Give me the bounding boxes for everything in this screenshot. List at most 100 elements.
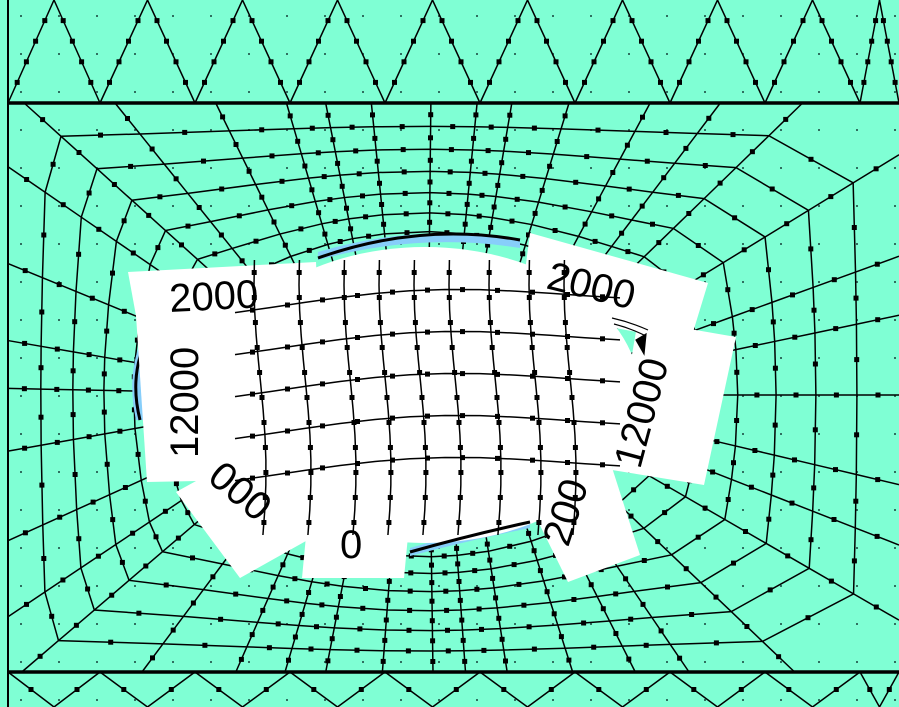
mesh-node <box>330 137 336 143</box>
mesh-node <box>130 250 136 256</box>
mesh-node <box>353 148 359 154</box>
background-dot <box>894 281 896 283</box>
mesh-node <box>731 330 737 336</box>
background-dot <box>818 243 820 245</box>
background-dot <box>96 129 98 131</box>
mesh-node <box>458 59 464 65</box>
mesh-node <box>476 213 482 219</box>
background-dot <box>210 15 212 17</box>
background-dot <box>248 167 250 169</box>
mesh-node <box>427 179 433 185</box>
background-dot <box>552 129 554 131</box>
background-dot <box>476 91 478 93</box>
background-dot <box>894 129 896 131</box>
mesh-node <box>306 247 312 253</box>
mesh-node <box>69 38 75 44</box>
mesh-node <box>530 289 535 295</box>
mesh-node <box>503 136 509 142</box>
background-dot <box>362 91 364 93</box>
mesh-node <box>481 647 487 653</box>
background-dot <box>628 129 630 131</box>
background-dot <box>134 699 136 701</box>
mesh-node <box>320 423 325 429</box>
background-dot <box>58 471 60 473</box>
background-dot <box>514 53 516 55</box>
mesh-node <box>691 687 697 692</box>
mesh-node <box>285 428 290 434</box>
background-dot <box>400 661 402 663</box>
mesh-node <box>407 607 413 613</box>
mesh-node <box>591 644 597 650</box>
background-dot <box>742 547 744 549</box>
mesh-node <box>506 38 511 44</box>
mesh-node <box>271 219 277 225</box>
background-dot <box>514 547 516 549</box>
background-dot <box>818 281 820 283</box>
mesh-node <box>70 368 76 374</box>
mesh-node <box>325 658 331 664</box>
mesh-node <box>487 557 493 563</box>
mesh-node <box>531 548 537 554</box>
mesh-node <box>341 295 347 300</box>
mesh-node <box>833 687 839 692</box>
background-dot <box>134 471 136 473</box>
mesh-node <box>875 317 881 323</box>
mesh-node <box>73 622 79 628</box>
mesh-line <box>103 170 777 612</box>
mesh-node <box>689 612 695 617</box>
mesh-node <box>353 470 359 475</box>
mesh-node <box>892 79 898 85</box>
background-dot <box>514 91 516 93</box>
mesh-node <box>443 588 449 594</box>
background-dot <box>742 319 744 321</box>
background-dot <box>666 243 668 245</box>
mesh-node <box>551 611 557 617</box>
mesh-node <box>641 558 647 563</box>
mesh-node <box>344 205 349 211</box>
background-dot <box>780 395 782 397</box>
mesh-node <box>462 221 468 227</box>
mesh-node <box>732 215 738 221</box>
mesh-node <box>372 135 378 141</box>
background-dot <box>20 281 22 283</box>
mesh-node <box>531 125 537 131</box>
background-dot <box>400 699 402 701</box>
background-dot <box>210 585 212 587</box>
background-dot <box>666 15 668 17</box>
arrow-marker <box>611 317 649 356</box>
mesh-node <box>422 445 428 450</box>
mesh-node <box>520 173 526 179</box>
mesh-node <box>706 115 712 121</box>
mesh-node <box>705 18 711 24</box>
mesh-node <box>650 221 655 227</box>
background-dot <box>552 91 554 93</box>
mesh-line <box>764 0 814 104</box>
background-dot <box>894 699 896 701</box>
mesh-node <box>134 337 140 343</box>
mesh-node <box>355 461 360 466</box>
mesh-node <box>308 470 314 475</box>
mesh-node <box>447 320 453 325</box>
mesh-node <box>163 582 169 588</box>
mesh-node <box>770 472 776 478</box>
mesh-line <box>526 0 576 104</box>
mesh-node <box>658 79 663 85</box>
background-dot <box>20 167 22 169</box>
mesh-node <box>792 457 797 463</box>
mesh-node <box>526 270 532 275</box>
mesh-node <box>495 455 500 461</box>
mesh-node <box>430 638 436 644</box>
mesh-line <box>431 0 481 104</box>
mesh-node <box>655 539 661 545</box>
background-dot <box>590 15 592 17</box>
background-dot <box>362 129 364 131</box>
background-dot <box>476 585 478 587</box>
mesh-node <box>491 204 497 210</box>
mesh-node <box>494 395 500 400</box>
background-dot <box>780 281 782 283</box>
mesh-node <box>260 607 266 613</box>
bottom-band-mesh <box>7 671 899 707</box>
background-dot <box>96 319 98 321</box>
mesh-node <box>445 648 451 654</box>
label-panel-bottom-center <box>302 515 410 578</box>
